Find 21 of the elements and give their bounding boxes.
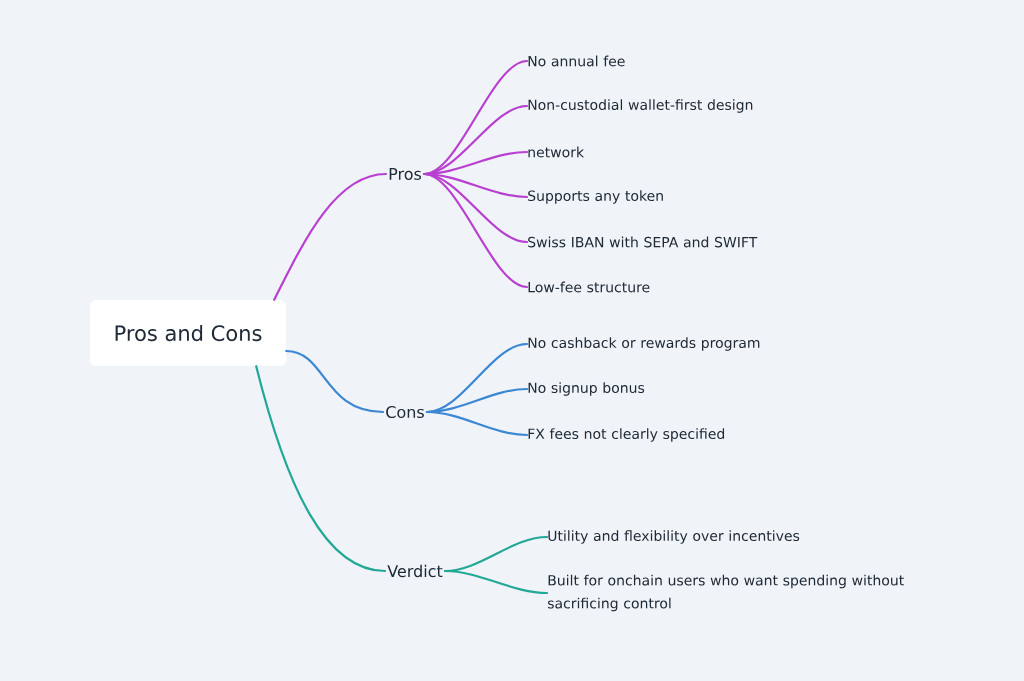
leaf-label: No cashback or rewards program bbox=[528, 337, 760, 351]
branch-line bbox=[285, 349, 385, 414]
branch-line bbox=[443, 569, 549, 595]
branch-line bbox=[422, 172, 529, 289]
leaf-label: Utility and flexibility over incentives bbox=[548, 530, 800, 544]
branch-label: Verdict bbox=[387, 564, 443, 578]
branch-label: Pros bbox=[389, 168, 422, 180]
topic-box: Pros and Cons bbox=[90, 300, 286, 366]
leaf-label: Built for onchain users who want spending without sacrificing control bbox=[547, 574, 904, 612]
leaf-label: No signup bonus bbox=[528, 382, 645, 396]
leaf-label: network bbox=[528, 146, 585, 158]
leaf-label: Non-custodial wallet-first design bbox=[528, 99, 753, 113]
leaf-label: Swiss IBAN with SEPA and SWIFT bbox=[528, 236, 758, 248]
branch-line bbox=[255, 365, 387, 573]
branch-line bbox=[273, 172, 388, 301]
branch-label: Cons bbox=[386, 405, 424, 419]
leaf-label: Low-fee structure bbox=[528, 281, 650, 293]
branch-line bbox=[425, 410, 529, 437]
leaf-label: FX fees not clearly specified bbox=[528, 428, 725, 442]
leaf-label: Supports any token bbox=[528, 190, 663, 204]
leaf-label: No annual fee bbox=[528, 55, 625, 67]
